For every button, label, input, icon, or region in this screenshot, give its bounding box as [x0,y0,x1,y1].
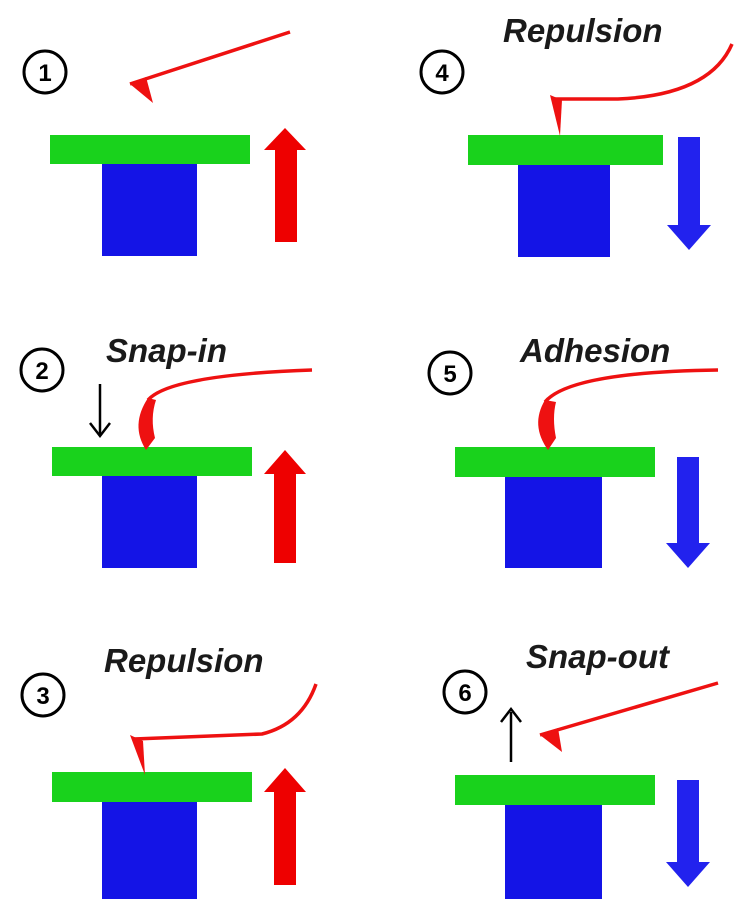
probe-tip [130,77,153,103]
step-number-circle [20,672,66,718]
probe-tip [138,398,156,450]
step-label: Snap-in [106,332,227,369]
snap-out-up-arrow-icon [500,706,522,762]
base-block [102,802,197,899]
base-block [505,477,602,568]
panel-4: 4 Repulsion [419,12,734,257]
step-number-circle [427,350,473,396]
panel-1: 1 [22,30,306,256]
step-number: 3 [36,683,49,710]
base-block [102,164,197,256]
base-block [102,476,197,568]
cantilever [552,43,734,101]
platform [50,135,250,164]
cantilever [543,368,719,404]
platform [455,447,655,477]
step-number-circle [19,347,65,393]
panel-3: 3 Repulsion [20,642,318,899]
probe-tip [538,400,556,450]
panel-5: 5 Adhesion [427,332,719,568]
base-block [518,165,610,257]
platform [468,135,663,165]
probe-tip [540,728,562,752]
snap-in-down-arrow-icon [89,384,111,439]
step-label: Adhesion [519,332,670,369]
panel-6: 6 Snap-out [442,638,719,899]
cantilever [146,368,313,402]
step-number: 5 [443,361,456,388]
step-number-circle [419,49,465,95]
step-number: 4 [435,60,449,87]
base-block [505,805,602,899]
cantilever [133,683,318,741]
up-arrow [264,768,306,885]
probe-tip [550,95,562,136]
cantilever [129,30,291,86]
platform [52,772,252,802]
down-arrow [666,457,710,568]
panel-2: 2 Snap-in [19,332,313,568]
step-number: 2 [35,358,48,385]
cantilever [539,681,719,737]
step-number-circle [22,49,68,95]
up-arrow [264,450,306,563]
step-number: 1 [38,60,51,87]
step-label: Repulsion [503,12,663,49]
step-number: 6 [458,680,471,707]
down-arrow [666,780,710,887]
step-number-circle [442,669,488,715]
step-label: Repulsion [104,642,264,679]
step-label: Snap-out [526,638,671,675]
platform [52,447,252,476]
down-arrow [667,137,711,250]
platform [455,775,655,805]
up-arrow [264,128,306,242]
probe-tip [130,735,145,775]
